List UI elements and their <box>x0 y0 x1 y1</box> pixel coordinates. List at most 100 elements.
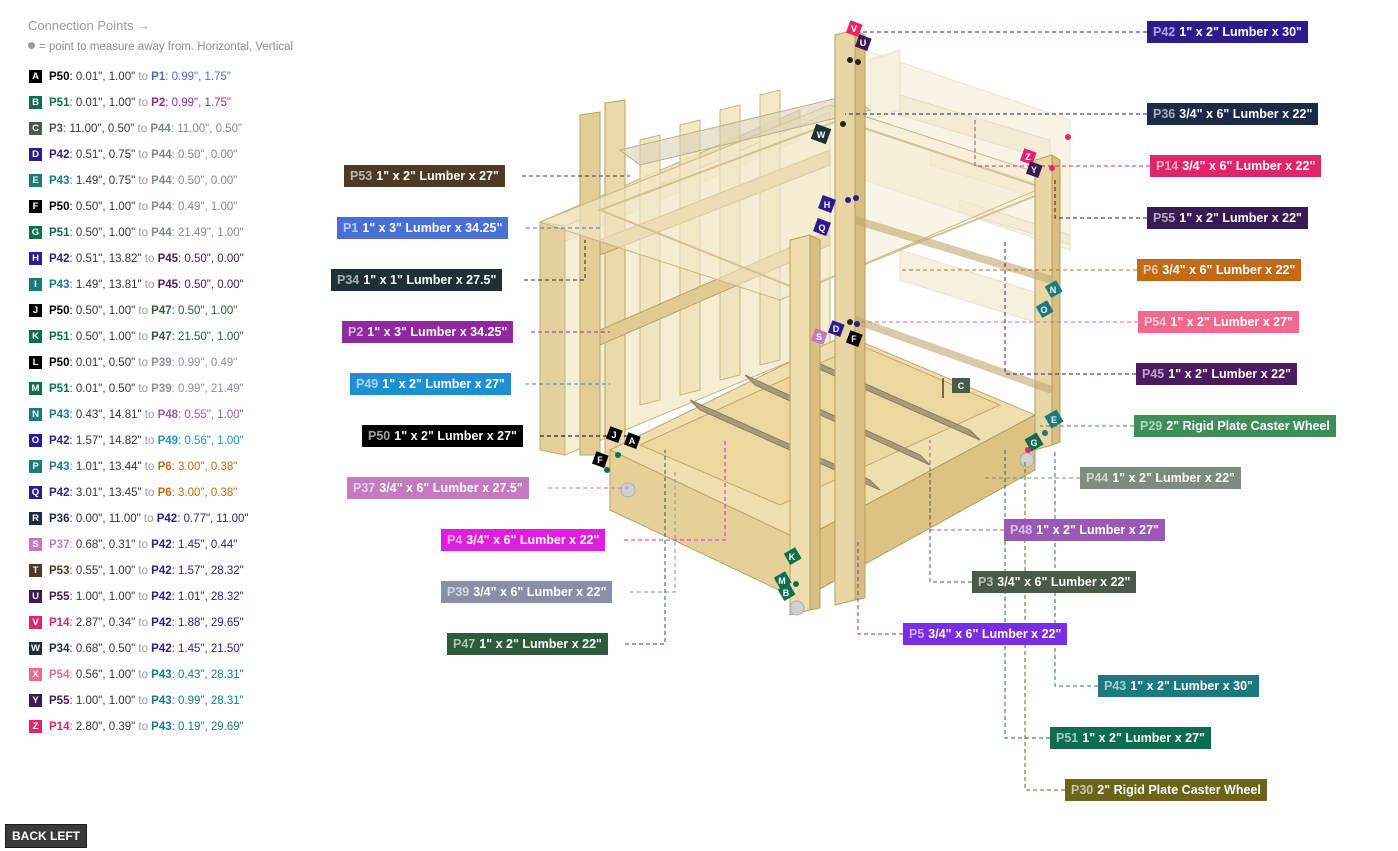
to-word: to <box>141 487 158 499</box>
connection-points-header[interactable]: Connection Points → <box>28 18 151 33</box>
marker-letter-k: K <box>789 552 796 562</box>
from-values: 0.01", 1.00" <box>75 71 136 83</box>
part-description: 3/4" x 6" Lumber x 22" <box>473 585 607 599</box>
to-values: 1.45", 0.44" <box>178 539 238 551</box>
to-part-id: P49 <box>157 435 179 447</box>
marker-group-jaf <box>591 426 641 473</box>
to-part-id: P2 <box>151 97 166 109</box>
from-values: 11.00", 0.50" <box>69 123 135 135</box>
connection-letter-badge: R <box>29 512 42 525</box>
connection-letter-badge: T <box>29 564 42 577</box>
part-description: 3/4" x 6" Lumber x 22" <box>1182 159 1316 173</box>
from-part-id: P43 <box>49 409 70 421</box>
marker-letter-e: E <box>1051 415 1057 425</box>
to-values: 1.45", 21.50" <box>178 643 244 655</box>
from-sep: : <box>69 149 76 161</box>
to-values: 0.50", 0.00" <box>178 175 238 187</box>
part-code: P29 <box>1140 419 1163 433</box>
marker-letter-o: O <box>1040 305 1047 315</box>
to-values: 0.50", 0.00" <box>178 149 238 161</box>
to-sep: : <box>171 487 179 499</box>
to-sep: : <box>170 123 178 135</box>
from-sep: : <box>69 357 76 369</box>
part-code: P44 <box>1086 471 1109 485</box>
part-description: 3/4" x 6" Lumber x 22" <box>1179 107 1313 121</box>
to-word: to <box>135 201 152 213</box>
to-values: 0.19", 29.69" <box>178 721 244 733</box>
to-part-id: P42 <box>151 643 172 655</box>
part-description: 1" x 2" Lumber x 27" <box>1036 523 1159 537</box>
marker-group-kmb <box>773 547 802 602</box>
from-values: 1.01", 13.44" <box>75 461 142 473</box>
to-word: to <box>135 71 152 83</box>
to-word: to <box>135 227 152 239</box>
to-sep: : <box>165 71 172 83</box>
from-sep: : <box>69 71 76 83</box>
from-sep: : <box>69 721 76 733</box>
to-sep: : <box>171 383 179 395</box>
from-values: 1.00", 1.00" <box>75 695 136 707</box>
back-left-button[interactable]: BACK LEFT <box>5 824 87 848</box>
to-values: 0.43", 28.31" <box>178 669 244 681</box>
part-description: 3/4" x 6" Lumber x 22" <box>1162 263 1296 277</box>
from-sep: : <box>69 175 76 187</box>
marker-letter-b: B <box>783 588 790 598</box>
to-word: to <box>135 305 152 317</box>
from-sep: : <box>69 253 76 265</box>
to-word: to <box>135 669 152 681</box>
connection-letter-badge: O <box>29 434 42 447</box>
part-description: 3/4" x 6" Lumber x 27.5" <box>379 481 523 495</box>
